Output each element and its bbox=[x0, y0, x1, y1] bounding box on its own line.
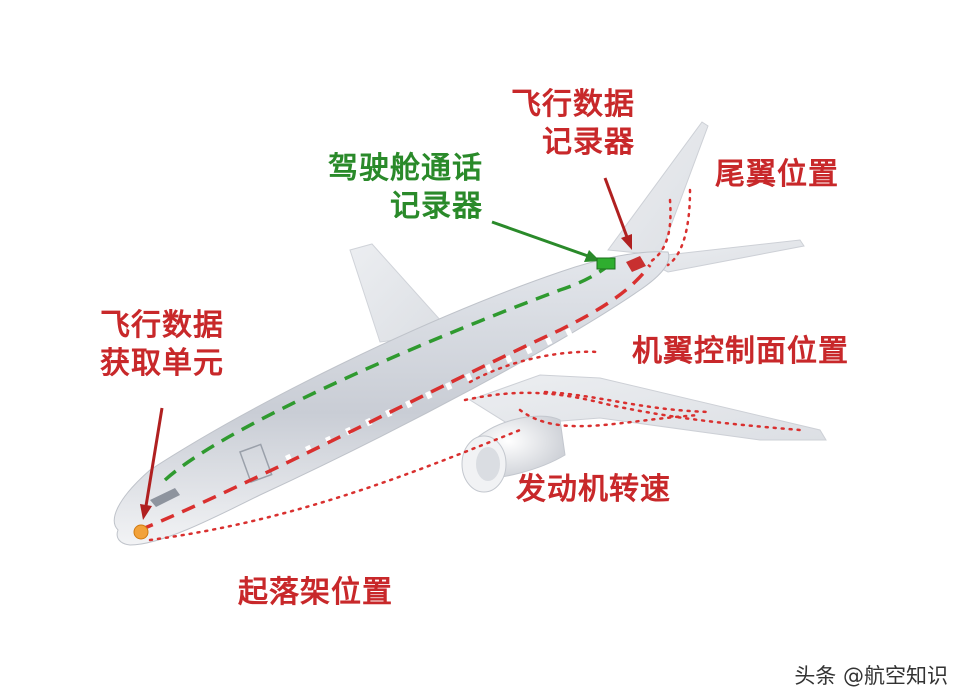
cockpit-windows bbox=[150, 488, 180, 507]
fdr-arrow bbox=[603, 177, 632, 250]
cvr-label: 驾驶舱通话 记录器 bbox=[305, 150, 483, 226]
sensor-wires bbox=[148, 188, 802, 542]
cvr-label-line2: 记录器 bbox=[390, 189, 483, 224]
fdau-arrow bbox=[140, 407, 164, 520]
cvr-unit bbox=[596, 257, 616, 270]
watermark: 头条 @航空知识 bbox=[794, 664, 948, 688]
fdau-label: 飞行数据 获取单元 bbox=[100, 307, 224, 383]
fdr-unit bbox=[626, 256, 646, 272]
cvr-arrow bbox=[491, 220, 600, 262]
fdr-label-line2: 记录器 bbox=[542, 125, 635, 160]
fdau-label-line1: 飞行数据 bbox=[100, 308, 224, 343]
engine-label: 发动机转速 bbox=[516, 472, 671, 507]
cvr-label-line1: 驾驶舱通话 bbox=[328, 151, 483, 186]
landing-gear-label: 起落架位置 bbox=[238, 575, 393, 610]
data-bus-wire bbox=[139, 263, 652, 532]
cabin-door bbox=[239, 443, 273, 484]
fdr-label: 飞行数据 记录器 bbox=[490, 86, 635, 162]
fdau-label-line2: 获取单元 bbox=[100, 346, 224, 381]
control-surface-label: 机翼控制面位置 bbox=[632, 334, 849, 369]
fdau-unit bbox=[133, 524, 149, 540]
tail-label: 尾翼位置 bbox=[715, 157, 839, 192]
fuselage bbox=[113, 251, 670, 546]
fdr-label-line1: 飞行数据 bbox=[511, 87, 635, 122]
cvr-wire bbox=[163, 264, 610, 482]
